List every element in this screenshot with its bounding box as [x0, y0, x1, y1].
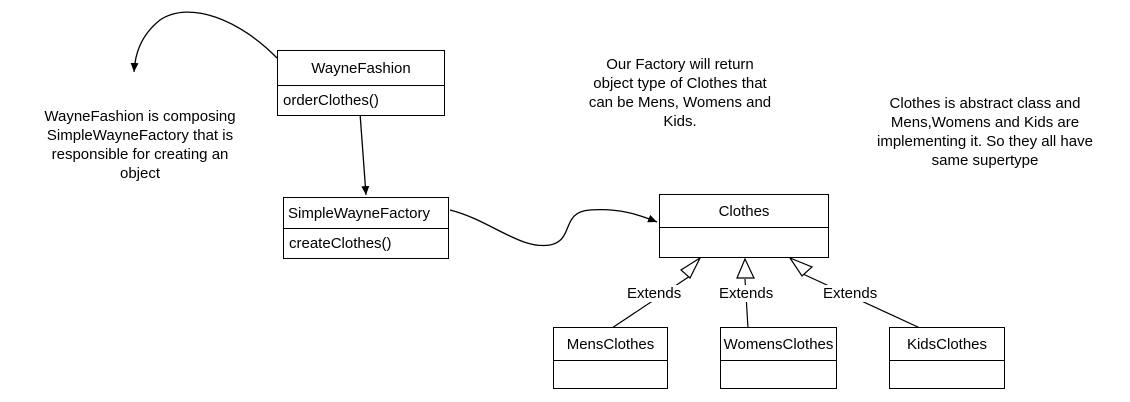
- class-name: WomensClothes: [721, 328, 836, 361]
- class-method: [660, 228, 828, 257]
- class-method: [721, 361, 836, 388]
- class-name: MensClothes: [554, 328, 667, 361]
- class-name: WayneFashion: [278, 51, 444, 86]
- note-line: Mens,Womens and Kids are: [890, 114, 1080, 131]
- inheritance-triangle-kids: [788, 256, 814, 277]
- extends-line-mens: [611, 275, 691, 329]
- extends-label-womens: Extends: [718, 285, 775, 302]
- note-factory: Our Factory will return object type of C…: [560, 55, 800, 131]
- class-wayne-fashion[interactable]: WayneFashion orderClothes(): [277, 50, 445, 116]
- note-line: same supertype: [931, 152, 1039, 169]
- note-line: object type of Clothes that: [593, 75, 767, 92]
- note-line: WayneFashion is composing: [44, 108, 236, 125]
- note-line: responsible for creating an: [51, 146, 229, 163]
- note-line: object: [119, 165, 161, 182]
- note-composing: WayneFashion is composing SimpleWayneFac…: [20, 107, 260, 183]
- note-line: implementing it. So they all have: [877, 133, 1093, 150]
- composition-curve-arrow: [130, 11, 278, 73]
- note-line: Clothes is abstract class and: [889, 95, 1081, 112]
- class-name: KidsClothes: [890, 328, 1004, 361]
- class-simple-wayne-factory[interactable]: SimpleWayneFactory createClothes(): [283, 197, 449, 259]
- inheritance-triangle-womens: [736, 257, 755, 279]
- class-womens-clothes[interactable]: WomensClothes: [720, 327, 837, 389]
- class-name: Clothes: [660, 195, 828, 228]
- note-line: can be Mens, Womens and: [588, 94, 772, 111]
- class-name: SimpleWayneFactory: [284, 198, 448, 229]
- extends-label-mens: Extends: [626, 285, 683, 302]
- extends-label-kids: Extends: [822, 285, 879, 302]
- class-method: createClothes(): [289, 235, 392, 252]
- class-mens-clothes[interactable]: MensClothes: [553, 327, 668, 389]
- class-method: [554, 361, 667, 388]
- class-method: [890, 361, 1004, 388]
- composition-arrow: [359, 112, 370, 196]
- factory-returns-arrow: [449, 209, 658, 247]
- note-line: SimpleWayneFactory that is: [46, 127, 234, 144]
- class-method: orderClothes(): [283, 92, 379, 109]
- note-abstract: Clothes is abstract class and Mens,Women…: [855, 94, 1115, 170]
- note-line: Kids.: [663, 113, 697, 130]
- class-clothes[interactable]: Clothes: [659, 194, 829, 258]
- note-line: Our Factory will return: [606, 56, 754, 73]
- inheritance-triangle-mens: [680, 256, 702, 279]
- class-kids-clothes[interactable]: KidsClothes: [889, 327, 1005, 389]
